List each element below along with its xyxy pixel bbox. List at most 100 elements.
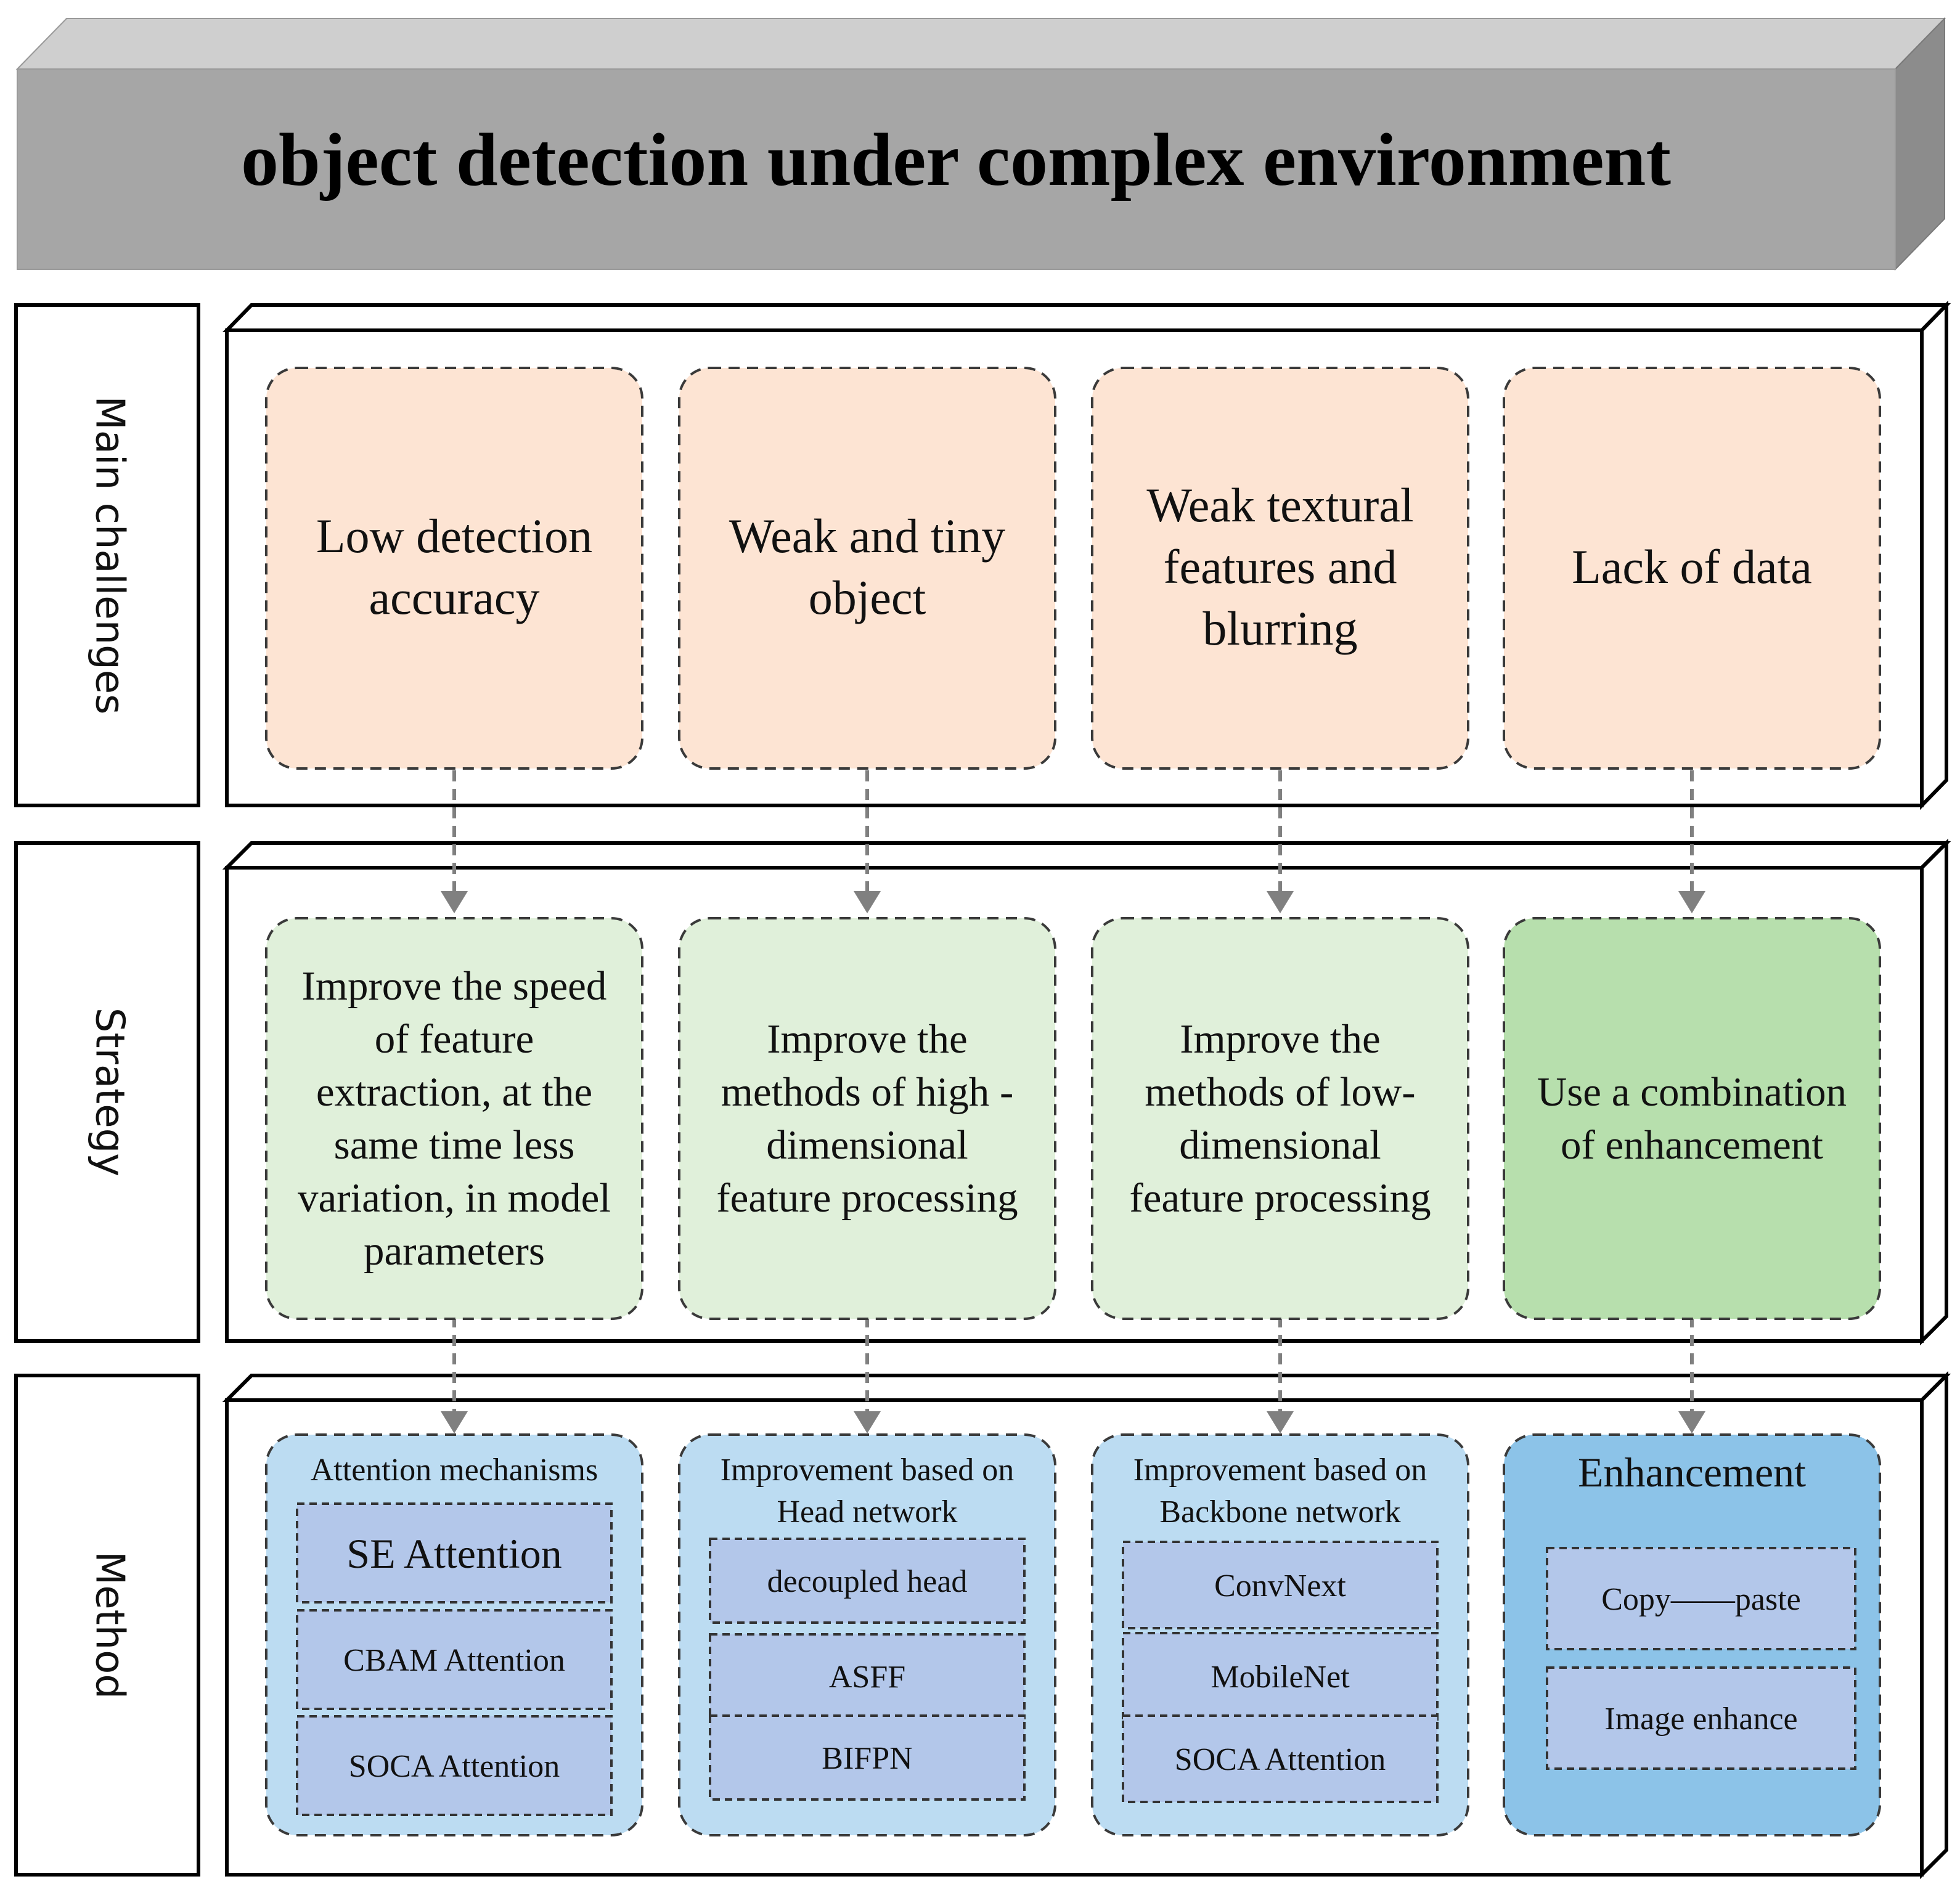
arrow-head <box>441 1411 468 1433</box>
strategy-text: methods of high - <box>721 1069 1014 1115</box>
strategy-text: Improve the <box>1180 1016 1381 1062</box>
method-item-box <box>709 1538 1026 1624</box>
method-item-box <box>1122 1714 1439 1803</box>
challenge-text: object <box>809 571 926 624</box>
method-item-box <box>709 1633 1026 1719</box>
method-item-text: ASFF <box>829 1660 905 1695</box>
page-title: object detection under complex environme… <box>241 118 1671 202</box>
strategy-text: same time less <box>334 1122 575 1168</box>
strategy-card: Use a combination of enhancement <box>1503 917 1881 1320</box>
method-item-text: SE Attention <box>346 1530 561 1577</box>
strategy-card: Improve the methods of high - dimensional f… <box>678 917 1056 1320</box>
strategy-card: Improve the methods of low-dimensional fea… <box>1091 917 1469 1320</box>
method-item-text: Image enhance <box>1604 1702 1797 1737</box>
challenge-text: accuracy <box>369 571 539 624</box>
method-item-text: SOCA Attention <box>1175 1742 1386 1777</box>
strategy-text: Improve the <box>767 1016 968 1062</box>
arrow-head <box>1678 891 1705 913</box>
method-title: Head network <box>777 1494 957 1530</box>
strategy-text: extraction, at the <box>316 1069 592 1115</box>
method-item-box <box>1546 1666 1856 1770</box>
strategy-card: Improve the speed of feature extraction, a… <box>265 917 643 1320</box>
challenge-box <box>265 367 643 770</box>
strategy-text: methods of low- <box>1145 1069 1415 1115</box>
challenge-text: Low detection <box>316 509 592 563</box>
method-card: Improvement based on Backbone networkConv… <box>1091 1433 1469 1836</box>
row-frame-top-strategy <box>222 841 1951 870</box>
method-item-box <box>1122 1541 1439 1629</box>
row-frame-top-method <box>222 1374 1951 1402</box>
strategy-text: dimensional <box>1179 1122 1381 1168</box>
method-item-box <box>1546 1547 1856 1650</box>
row-frame-side-method <box>1920 1371 1948 1880</box>
method-title: Attention mechanisms <box>311 1453 598 1488</box>
method-item-text: SOCA Attention <box>349 1749 560 1784</box>
arrow-head <box>854 1411 881 1433</box>
strategy-box <box>678 917 1056 1320</box>
challenge-card: Weak and tiny object <box>678 367 1056 770</box>
method-item-box <box>296 1502 613 1604</box>
method-card: Improvement based on Head network decouple… <box>678 1433 1056 1836</box>
strategy-text: Use a combination <box>1537 1069 1847 1115</box>
strategy-text: of enhancement <box>1561 1122 1823 1168</box>
method-item-text: Copy——paste <box>1601 1582 1801 1617</box>
method-item-text: ConvNext <box>1214 1568 1346 1604</box>
row-frame-side-challenges <box>1920 300 1948 810</box>
banner-front-face <box>17 68 1896 270</box>
row-label-box-challenges <box>14 303 200 807</box>
strategy-text: feature processing <box>716 1175 1018 1221</box>
arrow-head <box>854 891 881 913</box>
challenge-text: Lack of data <box>1572 540 1812 593</box>
challenge-cards: Low detection accuracy Weak and tiny object… <box>265 367 1881 770</box>
method-item-text: CBAM Attention <box>343 1643 565 1678</box>
strategy-cards: Improve the speed of feature extraction, a… <box>265 917 1881 1320</box>
arrow-head <box>1678 1411 1705 1433</box>
method-item-box <box>709 1714 1026 1801</box>
arrow-head <box>1267 891 1294 913</box>
arrow-head <box>441 891 468 913</box>
row-label-method: Method <box>86 1551 132 1699</box>
row-frame-side-strategy <box>1920 838 1948 1346</box>
method-title: Improvement based on <box>721 1453 1015 1488</box>
challenge-card: Weak textural features and blurring <box>1091 367 1469 770</box>
method-title: Enhancement <box>1578 1449 1806 1496</box>
method-item-box <box>296 1609 613 1710</box>
challenge-card: Lack of data <box>1503 367 1881 770</box>
strategy-text: feature processing <box>1129 1175 1431 1221</box>
method-item-box <box>296 1715 613 1816</box>
challenge-box <box>1091 367 1469 770</box>
row-label-strategy: Strategy <box>86 1008 132 1176</box>
challenge-text: blurring <box>1203 601 1357 655</box>
strategy-text: variation, in model <box>298 1175 611 1221</box>
method-title: Improvement based on <box>1133 1453 1427 1488</box>
banner-top-face <box>15 18 1946 70</box>
strategy-text: dimensional <box>766 1122 968 1168</box>
method-title: Backbone network <box>1159 1494 1400 1530</box>
strategy-text: of feature <box>375 1016 534 1062</box>
row-label-challenges: Main challenges <box>86 396 132 715</box>
strategy-box <box>1503 917 1881 1320</box>
strategy-text: Improve the speed <box>302 963 607 1009</box>
strategy-box <box>1091 917 1469 1320</box>
row-frame-top-challenges <box>222 303 1951 332</box>
challenge-box <box>1503 367 1881 770</box>
title-banner: object detection under complex environme… <box>15 17 1946 271</box>
method-item-text: decoupled head <box>767 1564 968 1599</box>
challenge-text: features and <box>1164 540 1397 593</box>
challenge-text: Weak textural <box>1146 478 1413 532</box>
row-label-box-method <box>14 1374 200 1877</box>
challenge-card: Low detection accuracy <box>265 367 643 770</box>
row-label-box-strategy <box>14 841 200 1343</box>
strategy-box <box>265 917 643 1320</box>
method-item-box <box>1122 1632 1439 1721</box>
method-item-text: BIFPN <box>822 1741 912 1776</box>
challenge-box <box>678 367 1056 770</box>
arrows <box>441 770 1705 1433</box>
strategy-text: parameters <box>364 1228 545 1274</box>
challenge-text: Weak and tiny <box>729 509 1006 563</box>
arrow-head <box>1267 1411 1294 1433</box>
